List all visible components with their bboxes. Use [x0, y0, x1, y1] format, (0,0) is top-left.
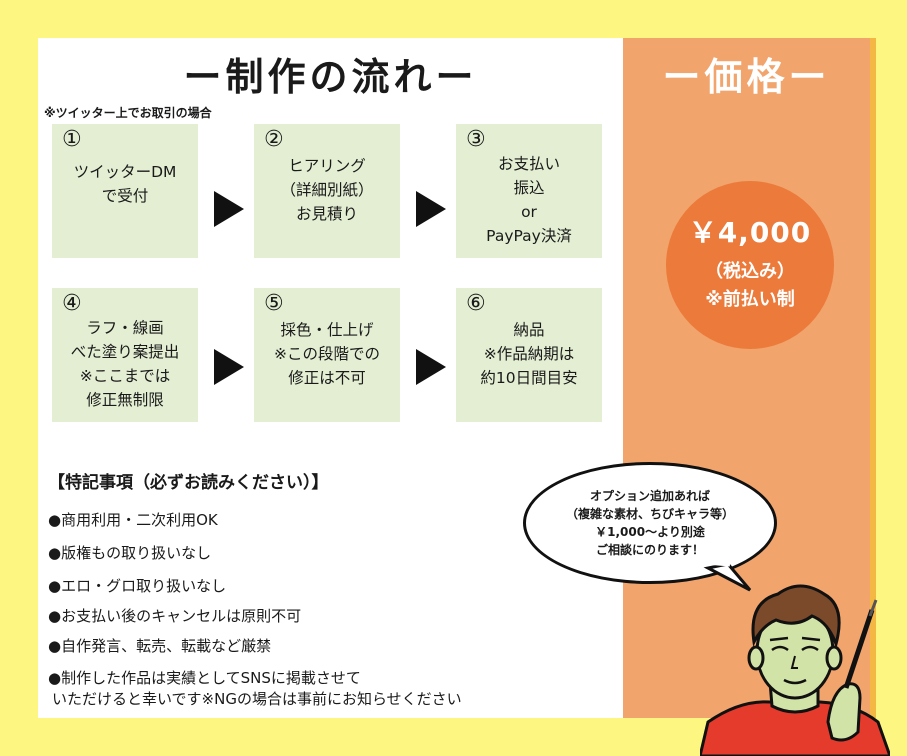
price-tax-note: （税込み） — [705, 261, 795, 282]
special-note-item: ●エロ・グロ取り扱いなし — [48, 577, 227, 595]
speech-bubble: オプション追加あれば （複雑な素材、ちびキャラ等） ￥1,000～より別途 ご相… — [523, 462, 777, 584]
special-note-item: ●自作発言、転売、転載など厳禁 — [48, 637, 272, 655]
step-1: ① ツイッターDM で受付 — [52, 124, 198, 258]
step-text: ツイッターDM で受付 — [73, 163, 177, 205]
price-circle: ￥4,000 （税込み） ※前払い制 — [666, 181, 834, 349]
step-4: ④ ラフ・線画 べた塗り案提出 ※ここまでは 修正無制限 — [52, 288, 198, 422]
special-notes-heading: 【特記事項（必ずお読みください）】 — [48, 473, 329, 493]
step-number: ④ — [62, 291, 82, 316]
transaction-note: ※ツイッター上でお取引の場合 — [44, 106, 212, 120]
price-panel-edge — [870, 38, 876, 718]
special-note-item: いただけると幸いです※NGの場合は事前にお知らせください — [52, 690, 462, 708]
special-note-item: ●制作した作品は実績としてSNSに掲載させて — [48, 669, 361, 687]
flow-title: ー制作の流れー — [183, 55, 478, 99]
step-6: ⑥ 納品 ※作品納期は 約10日間目安 — [456, 288, 602, 422]
step-2: ② ヒアリング （詳細別紙） お見積り — [254, 124, 400, 258]
special-note-item: ●お支払い後のキャンセルは原則不可 — [48, 607, 302, 625]
step-5: ⑤ 採色・仕上げ ※この段階での 修正は不可 — [254, 288, 400, 422]
artist-character-icon — [700, 584, 890, 756]
price-title: ー価格ー — [662, 55, 831, 99]
step-3: ③ お支払い 振込 or PayPay決済 — [456, 124, 602, 258]
bubble-tail-icon — [703, 560, 752, 592]
price-prepay-note: ※前払い制 — [705, 289, 795, 310]
step-number: ② — [264, 127, 284, 152]
step-text: 納品 ※作品納期は 約10日間目安 — [480, 321, 578, 387]
step-text: ラフ・線画 べた塗り案提出 ※ここまでは 修正無制限 — [70, 319, 180, 409]
arrow-right-icon — [214, 191, 244, 227]
arrow-right-icon — [416, 349, 446, 385]
special-note-item: ●商用利用・二次利用OK — [48, 511, 218, 529]
arrow-right-icon — [416, 191, 446, 227]
price-amount: ￥4,000 — [688, 216, 812, 249]
step-text: お支払い 振込 or PayPay決済 — [486, 155, 572, 245]
step-number: ⑤ — [264, 291, 284, 316]
step-number: ⑥ — [466, 291, 486, 316]
step-text: 採色・仕上げ ※この段階での 修正は不可 — [274, 321, 380, 387]
arrow-right-icon — [214, 349, 244, 385]
step-number: ① — [62, 127, 82, 152]
special-note-item: ●版権もの取り扱いなし — [48, 544, 212, 562]
step-text: ヒアリング （詳細別紙） お見積り — [280, 157, 374, 223]
step-number: ③ — [466, 127, 486, 152]
bubble-text: オプション追加あれば （複雑な素材、ちびキャラ等） ￥1,000～より別途 ご相… — [565, 489, 734, 557]
